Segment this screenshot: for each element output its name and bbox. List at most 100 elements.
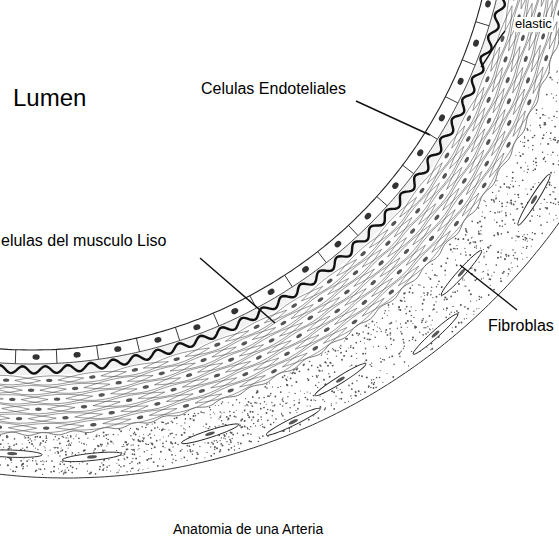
muscle-nucleus bbox=[98, 393, 105, 397]
stipple-dot bbox=[210, 417, 211, 418]
stipple-dot bbox=[546, 202, 547, 203]
fibroblast-cell bbox=[265, 405, 322, 438]
endothelial-cell-border bbox=[136, 338, 139, 352]
stipple-dot bbox=[412, 323, 413, 324]
muscle-nucleus bbox=[242, 371, 249, 377]
stipple-dot bbox=[36, 463, 38, 465]
stipple-dot bbox=[522, 142, 523, 143]
stipple-dot bbox=[143, 438, 145, 440]
stipple-dot bbox=[286, 402, 287, 403]
stipple-dot bbox=[517, 208, 518, 209]
stipple-dot bbox=[235, 416, 237, 418]
stipple-dot bbox=[226, 433, 228, 435]
stipple-dot bbox=[526, 188, 527, 189]
stipple-dot bbox=[206, 452, 207, 453]
part-label: elastic bbox=[514, 17, 553, 32]
stipple-dot bbox=[478, 308, 479, 309]
stipple-dot bbox=[15, 443, 17, 445]
endothelial-cell-border bbox=[97, 346, 99, 360]
stipple-dot bbox=[477, 222, 479, 224]
stipple-dot bbox=[223, 434, 225, 436]
endothelial-cell-border bbox=[462, 60, 475, 65]
stipple-dot bbox=[270, 423, 272, 425]
muscle-nucleus bbox=[253, 324, 260, 330]
stipple-dot bbox=[240, 427, 242, 429]
stipple-dot bbox=[188, 436, 189, 437]
stipple-dot bbox=[70, 465, 72, 467]
stipple-dot bbox=[176, 423, 177, 424]
stipple-dot bbox=[542, 108, 543, 109]
stipple-dot bbox=[172, 446, 173, 447]
stipple-dot bbox=[150, 442, 151, 443]
stipple-dot bbox=[252, 396, 254, 398]
stipple-dot bbox=[478, 230, 480, 232]
stipple-dot bbox=[361, 375, 363, 377]
stipple-dot bbox=[99, 468, 101, 470]
stipple-dot bbox=[321, 370, 323, 372]
stipple-dot bbox=[362, 331, 364, 333]
stipple-dot bbox=[244, 410, 246, 412]
stipple-dot bbox=[219, 451, 221, 453]
stipple-dot bbox=[546, 94, 548, 96]
stipple-dot bbox=[248, 401, 250, 403]
stipple-dot bbox=[536, 109, 538, 111]
stipple-dot bbox=[272, 410, 274, 412]
smooth-muscle-cell bbox=[166, 378, 236, 402]
muscle-nucleus bbox=[158, 371, 165, 376]
stipple-dot bbox=[263, 407, 265, 409]
stipple-dot bbox=[139, 436, 140, 437]
stipple-dot bbox=[553, 115, 555, 117]
muscle-nucleus bbox=[419, 187, 426, 194]
caption: Anatomia de una Arteria bbox=[172, 521, 324, 537]
stipple-dot bbox=[480, 234, 481, 235]
stipple-dot bbox=[71, 442, 72, 443]
stipple-dot bbox=[45, 435, 47, 437]
stipple-dot bbox=[339, 398, 340, 399]
smooth-muscle-cell bbox=[323, 298, 384, 343]
stipple-dot bbox=[214, 413, 215, 414]
endothelial-nucleus bbox=[484, 0, 491, 8]
stipple-dot bbox=[263, 397, 265, 399]
stipple-dot bbox=[266, 404, 267, 405]
stipple-dot bbox=[67, 441, 68, 442]
stipple-dot bbox=[99, 435, 100, 436]
stipple-dot bbox=[391, 322, 393, 324]
muscle-nucleus bbox=[62, 416, 69, 420]
stipple-dot bbox=[167, 422, 169, 424]
endothelium-inner-border bbox=[0, 0, 496, 350]
stipple-dot bbox=[397, 328, 398, 329]
stipple-dot bbox=[336, 396, 337, 397]
smooth-muscle-cell bbox=[493, 68, 523, 135]
stipple-dot bbox=[59, 472, 60, 473]
stipple-dot bbox=[236, 399, 238, 401]
stipple-dot bbox=[398, 306, 400, 308]
stipple-dot bbox=[345, 350, 347, 352]
stipple-dot bbox=[209, 407, 211, 409]
stipple-dot bbox=[382, 318, 384, 320]
fibroblast-body bbox=[313, 361, 368, 399]
stipple-dot bbox=[554, 187, 556, 189]
stipple-dot bbox=[53, 439, 54, 440]
stipple-dot bbox=[40, 436, 41, 437]
stipple-dot bbox=[431, 263, 433, 265]
stipple-dot bbox=[262, 426, 264, 428]
stipple-dot bbox=[333, 408, 335, 410]
stipple-dot bbox=[415, 310, 416, 311]
stipple-dot bbox=[298, 402, 300, 404]
stipple-dot bbox=[317, 387, 318, 388]
stipple-dot bbox=[467, 239, 469, 241]
stipple-dot bbox=[55, 452, 56, 453]
stipple-dot bbox=[510, 270, 511, 271]
stipple-dot bbox=[373, 383, 375, 385]
stipple-dot bbox=[68, 469, 69, 470]
stipple-dot bbox=[252, 416, 254, 418]
stipple-dot bbox=[75, 436, 76, 437]
stipple-dot bbox=[10, 469, 11, 470]
stipple-dot bbox=[534, 135, 536, 137]
stipple-dot bbox=[250, 426, 251, 427]
stipple-dot bbox=[218, 405, 219, 406]
stipple-dot bbox=[474, 269, 476, 271]
leader-line bbox=[460, 265, 517, 310]
stipple-dot bbox=[389, 328, 391, 330]
smooth-muscle-cell bbox=[345, 258, 400, 306]
